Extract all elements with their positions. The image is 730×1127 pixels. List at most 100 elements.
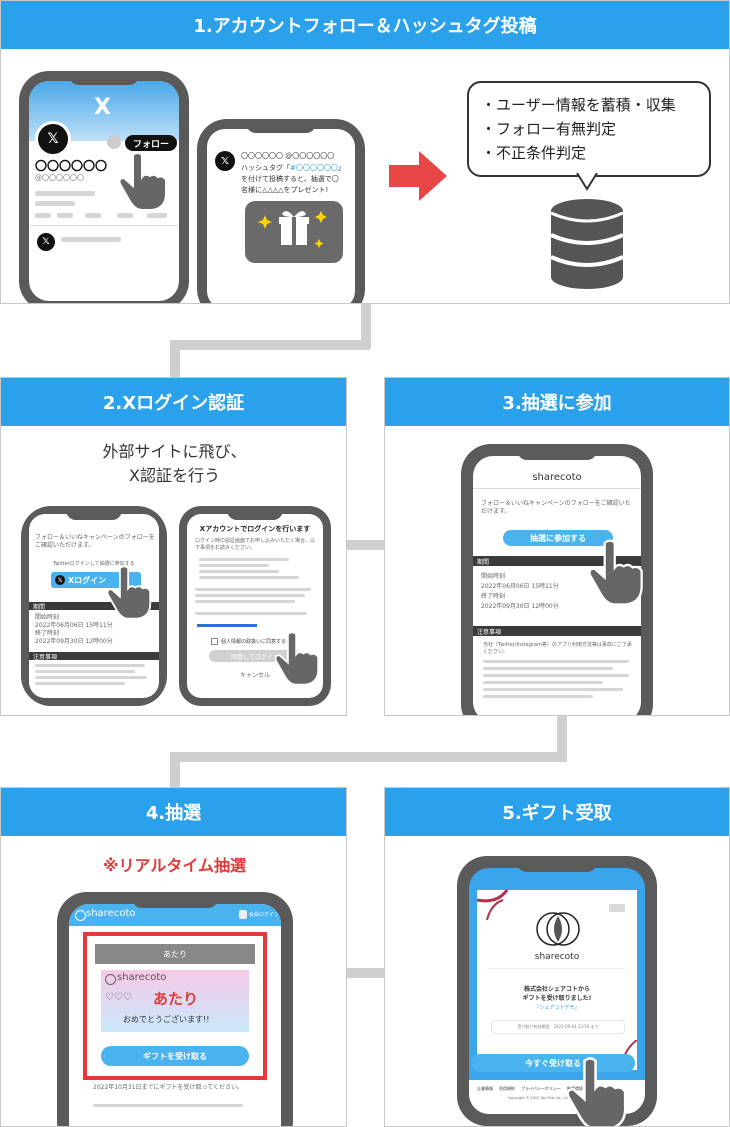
database-icon	[550, 199, 624, 289]
placeholder-line	[483, 674, 629, 677]
brand-logo-icon	[536, 912, 580, 946]
copyright: Copyright © 2022 Tao Plus Co., Ltd. All …	[507, 1096, 607, 1100]
placeholder-line	[199, 564, 269, 567]
connector-line	[170, 752, 567, 762]
phone-lottery: sharecoto 会員ログイン あたり sharecoto ♡♡♡ あたり お…	[57, 892, 293, 1126]
privacy-link[interactable]	[197, 624, 257, 627]
phone-profile: X 𝕏 フォロー 〇〇〇〇〇〇 @〇〇〇〇〇〇 𝕏	[19, 71, 189, 303]
placeholder-line	[57, 213, 73, 218]
banner-brand: sharecoto	[117, 972, 167, 983]
gift-name: 「シェアコトデモ」	[534, 1005, 580, 1011]
gift-message-line1: 株式会社シェアコトから	[523, 986, 590, 993]
agree-checkbox-row[interactable]: 個人情報の取扱いに同意する	[211, 638, 286, 645]
connector-line	[170, 752, 180, 792]
step3-title: 3.抽選に参加	[385, 378, 729, 426]
user-icon	[239, 910, 247, 919]
step2-panel: 2.Xログイン認証 外部サイトに飛び、 X認証を行う フォロー＆いいねキャンペー…	[0, 377, 347, 716]
user-label: 会員ログイン	[249, 912, 280, 918]
deadline-box: 受け取り有効期限：2022-09-04 23:59 まで	[491, 1020, 625, 1034]
bubble-item: ・不正条件判定	[481, 144, 587, 162]
phone-notch	[246, 119, 316, 133]
gift-card: sharecoto 株式会社シェアコトから ギフトを受け取りました! 「シェアコ…	[477, 890, 637, 1070]
phone-notch	[66, 506, 122, 520]
placeholder-line	[147, 213, 167, 218]
notes-bar: 注意事項	[473, 626, 641, 636]
x-auth-title: Xアカウントでログインを行います	[199, 525, 311, 533]
step2-description: 外部サイトに飛び、 X認証を行う	[102, 442, 247, 485]
sharecoto-logo-icon	[75, 910, 86, 921]
step5-title: 5.ギフト受取	[385, 788, 729, 836]
agree-label: 個人情報の取扱いに同意する	[221, 639, 287, 645]
site-name: sharecoto	[532, 472, 582, 483]
placeholder-line	[195, 588, 311, 591]
bubble-item: ・ユーザー情報を蓄積・収集	[481, 96, 676, 114]
x-icon: 𝕏	[55, 575, 65, 585]
connector-line	[170, 340, 180, 378]
post-line2: ハッシュタグ「#〇〇〇〇〇〇」	[241, 164, 345, 172]
result-banner: sharecoto ♡♡♡ あたり おめでとうございます!!	[101, 970, 249, 1032]
placeholder-line	[195, 600, 295, 603]
step5-panel: 5.ギフト受取 sharecoto 株式会社シェアコトから ギフトを受け取りまし…	[384, 787, 730, 1127]
realtime-label: ※リアルタイム抽選	[102, 856, 247, 875]
x-auth-text: ログイン時の認証画面でお申し込みいただく場合、以下事項をお読みください。	[195, 538, 316, 551]
agree-login-label: 同意してログイン	[231, 653, 279, 661]
placeholder-line	[35, 670, 135, 673]
placeholder-line	[195, 612, 307, 615]
lottery-screen: sharecoto 会員ログイン あたり sharecoto ♡♡♡ あたり お…	[69, 904, 281, 1126]
receive-button-label: 今すぐ受け取る	[525, 1058, 581, 1068]
deadline-text: 受け取り有効期限：2022-09-04 23:59 まで	[517, 1024, 599, 1029]
phone-notch	[227, 506, 283, 520]
pointing-hand-icon	[119, 152, 167, 211]
cancel-link[interactable]: キャンセル	[239, 672, 270, 679]
placeholder-line	[117, 213, 133, 218]
phone-notch	[517, 444, 597, 460]
right-arrow-icon	[389, 151, 447, 201]
gift-icon	[258, 211, 327, 248]
footer-link[interactable]: 推奨環境	[566, 1086, 583, 1091]
gift-message-line2: ギフトを受け取りました!	[522, 995, 592, 1002]
banner-result: あたり	[153, 990, 199, 1008]
post-line4: 名様に△△△△をプレゼント!	[241, 186, 329, 194]
banner-congrats: おめでとうございます!!	[123, 1015, 210, 1024]
placeholder-line	[35, 676, 147, 679]
placeholder-line	[85, 213, 101, 218]
phone-post: 𝕏 〇〇〇〇〇〇 @〇〇〇〇〇〇 ハッシュタグ「#〇〇〇〇〇〇」 を付けて投稿す…	[197, 119, 365, 303]
notes-text: 当社（Twitter/Instagram等）のアプリ利用方法等は事前にご了承くだ…	[483, 642, 632, 655]
divider	[487, 968, 627, 969]
join-button-label: 抽選に参加する	[530, 533, 586, 543]
connector-line	[361, 303, 371, 348]
x-login-button[interactable]: 𝕏 Xログイン	[51, 572, 141, 588]
phone-x-auth: Xアカウントでログインを行います ログイン時の認証画面でお申し込みいただく場合、…	[179, 506, 331, 706]
info-bubble: ・ユーザー情報を蓄積・収集 ・フォロー有無判定 ・不正条件判定	[467, 81, 711, 177]
join-button[interactable]: 抽選に参加する	[503, 530, 613, 546]
login-small-text: Twitterログインして抽選に参加する	[53, 561, 135, 567]
placeholder-line	[199, 576, 299, 579]
result-header: あたり	[95, 944, 255, 964]
placeholder-line	[35, 201, 75, 206]
footer-link[interactable]: 利用規約	[499, 1086, 515, 1091]
step1-title: 1.アカウントフォロー＆ハッシュタグ投稿	[1, 1, 729, 49]
period-bar: 期間	[29, 602, 159, 611]
placeholder-line	[35, 213, 51, 218]
site-name: sharecoto	[86, 908, 136, 919]
gift-button-label: ギフトを受け取る	[143, 1051, 207, 1061]
join-intro: フォロー＆いいねキャンペーンのフォローをご確認いただけます。	[481, 500, 631, 515]
follow-button[interactable]: フォロー	[125, 135, 177, 151]
result-frame: あたり sharecoto ♡♡♡ あたり おめでとうございます!! ギフトを受…	[83, 932, 267, 1080]
x-post-icon: 𝕏	[37, 233, 55, 251]
post-line3: を付けて投稿すると、抽選で〇	[241, 175, 339, 183]
post-line1: 〇〇〇〇〇〇 @〇〇〇〇〇〇	[241, 152, 335, 160]
period-list: 開始時刻 2022年06月06日 15時11分 終了時刻 2022年09月30日…	[481, 573, 559, 610]
bubble-item: ・フォロー有無判定	[481, 120, 617, 138]
placeholder-line	[483, 688, 623, 691]
heart-icons: ♡♡♡	[105, 992, 132, 1003]
checkbox[interactable]	[211, 638, 218, 645]
placeholder-line	[199, 570, 279, 573]
footer-link[interactable]: プライバシーポリシー	[521, 1086, 561, 1091]
gift-receive-button[interactable]: ギフトを受け取る	[101, 1046, 249, 1066]
step4-panel: 4.抽選 ※リアルタイム抽選 sharecoto 会員ログイン あたり shar…	[0, 787, 347, 1127]
x-login-label: Xログイン	[68, 575, 107, 585]
connector-line	[346, 968, 386, 978]
footer-link[interactable]: 企業情報	[477, 1086, 493, 1091]
phone-gift: sharecoto 株式会社シェアコトから ギフトを受け取りました! 「シェアコ…	[457, 856, 657, 1126]
